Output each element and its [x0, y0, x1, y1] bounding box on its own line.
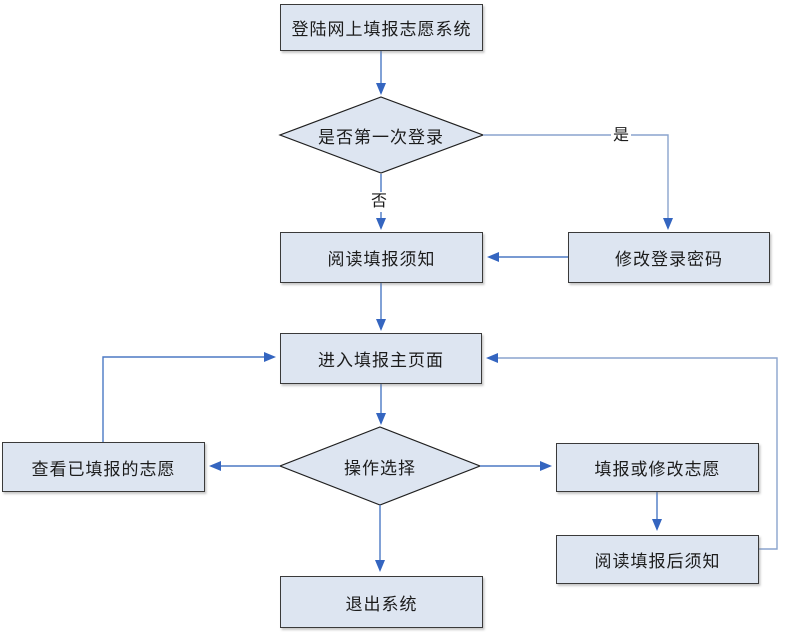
node-change-password: 修改登录密码 [568, 232, 770, 283]
node-main-page-label: 进入填报主页面 [318, 351, 444, 370]
edge-viewsubmitted-to-mainpage [102, 352, 276, 442]
node-exit-system-label: 退出系统 [345, 594, 418, 614]
node-read-after-notice: 阅读填报后须知 [556, 535, 759, 584]
node-fill-or-modify: 填报或修改志愿 [556, 443, 759, 492]
node-view-submitted-label: 查看已填报的志愿 [31, 459, 176, 479]
node-exit-system: 退出系统 [280, 576, 483, 628]
edge-firstlogin-yes-to-changepassword [483, 134, 673, 230]
node-login-label: 登陆网上填报志愿系统 [291, 20, 472, 39]
diamond-first-login [278, 96, 485, 174]
node-read-notice-label: 阅读填报须知 [327, 250, 436, 269]
node-fill-or-modify-label: 填报或修改志愿 [594, 460, 721, 479]
edge-label-yes: 是 [611, 126, 632, 146]
node-login: 登陆网上填报志愿系统 [280, 4, 483, 51]
edge-label-no: 否 [369, 192, 390, 212]
node-view-submitted: 查看已填报的志愿 [2, 442, 205, 492]
edge-readafternotice-to-mainpage [486, 353, 778, 550]
node-main-page: 进入填报主页面 [280, 333, 482, 384]
node-read-notice: 阅读填报须知 [280, 232, 483, 283]
diamond-operation-choice [278, 426, 482, 506]
node-read-after-notice-label: 阅读填报后须知 [594, 552, 721, 571]
node-change-password-label: 修改登录密码 [615, 250, 723, 269]
